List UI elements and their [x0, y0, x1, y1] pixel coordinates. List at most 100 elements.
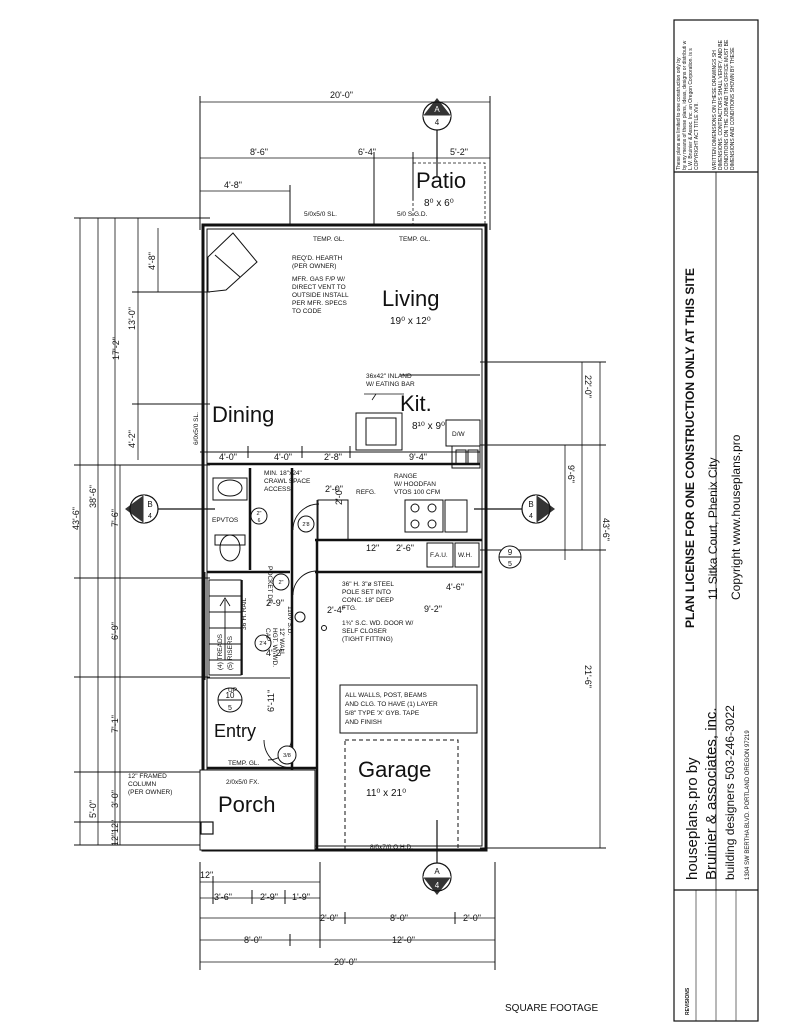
- note-range1: RANGE: [394, 473, 418, 480]
- dim-bot-12-0: 12'-0": [392, 935, 415, 945]
- copyright-line3: L.W. Bruinier & Assoc. Inc. an Oregon Co…: [688, 48, 694, 170]
- note-hearth1: REQ'D. HEARTH: [292, 255, 343, 262]
- note-crawl2: CRAWL SPACE: [264, 478, 311, 485]
- note-pole3: CONC. 18" DEEP: [342, 597, 394, 604]
- site-address: 11 Sitka Court, Phenix City: [706, 457, 720, 600]
- fixtures: [207, 232, 481, 851]
- smoke-detector: [294, 611, 306, 623]
- dim-top-overall: 20'-0": [330, 90, 353, 100]
- note-sl-side: 6/0x5/0 SL.: [193, 412, 200, 445]
- title-block: [673, 19, 759, 1022]
- door-bubble-d: 3/8: [283, 753, 291, 759]
- note-fp2: DIRECT VENT TO: [292, 284, 346, 291]
- rotated-notes: 6/0x5/0 SL. POCKET DR. 36"H. RAIL 110V S…: [193, 412, 293, 670]
- dim-left-43: 43'-6": [71, 507, 81, 530]
- dim-left-6-9: 6'-9": [110, 622, 120, 640]
- dim-mid-9-4: 9'-4": [409, 452, 427, 462]
- note-up: UP: [228, 687, 237, 694]
- section-left-sheet: 4: [148, 513, 152, 520]
- dim-fp-depth: 4'-8": [147, 252, 157, 270]
- dimension-text-rotated: 4'-8" 13'-0" 17'-2" 4'-2" 38'-6" 43'-6" …: [71, 252, 611, 846]
- dim-kit-2: 2'-0": [325, 484, 343, 494]
- note-fp5: TO CODE: [292, 308, 322, 315]
- note-tread1: (4) TREADS: [217, 633, 224, 670]
- section-marker-bottom: [422, 820, 452, 895]
- copyright-url: Copyright www.houseplans.pro: [729, 434, 743, 600]
- walls: [201, 162, 488, 852]
- firm-line3: building designers 503-246-3022: [723, 705, 737, 880]
- revisions-label: REVISIONS: [685, 987, 691, 1015]
- note-wh: W.H.: [458, 552, 472, 559]
- note-sd: 110V S.D.: [286, 606, 293, 635]
- dim-gar-9-2: 9'-2": [424, 604, 442, 614]
- written-line3: CONDITIONS ON THE JOB AND THIS OFFICE MU…: [724, 39, 730, 170]
- note-wall3: CAP: [264, 628, 271, 641]
- dim-kit-2-6: 2'-6": [396, 543, 414, 553]
- written-line1: WRITTEN DIMENSIONS ON THESE DRAWINGS SH: [712, 50, 718, 170]
- note-rail: 36"H. RAIL: [241, 597, 248, 630]
- note-fire4: AND FINISH: [345, 719, 382, 726]
- dim-left-38: 38'-6": [88, 485, 98, 508]
- written-line4: DIMENSIONS AND CONDITIONS SHOWN BY THESE: [730, 47, 736, 170]
- dim-left-7-6: 7'-6": [110, 509, 120, 527]
- note-refg: REFG.: [356, 489, 376, 496]
- note-pole4: FTG.: [342, 605, 357, 612]
- firm-line2: Bruinier & associates, inc.: [703, 707, 720, 880]
- door-bubble-c: 2": [278, 580, 283, 586]
- note-tread2: (5) RISERS: [227, 635, 234, 670]
- room-kitchen-size: 8¹⁰ x 9⁰: [412, 421, 445, 432]
- note-fire2: AND CLG. TO HAVE (1) LAYER: [345, 701, 438, 708]
- note-bar2: W/ EATING BAR: [366, 381, 415, 388]
- room-patio-size: 8⁰ x 6⁰: [424, 198, 454, 209]
- note-col1: 12" FRAMED: [128, 773, 167, 780]
- section-marker-left: [125, 494, 215, 524]
- room-garage: Garage: [358, 757, 431, 782]
- dim-kit-2b: 2'-0": [334, 487, 344, 505]
- note-fire1: ALL WALLS, POST, BEAMS: [345, 692, 428, 699]
- dim-bot-overall: 20'-0": [334, 957, 357, 967]
- detail-bubbles: [217, 507, 522, 765]
- annotation-notes: 5/0x5/0 SL. 5/0 S.G.D. TEMP. GL. TEMP. G…: [128, 211, 598, 1014]
- copyright-line4: COPYRIGHT ACT TITLE XVII.: [694, 102, 700, 170]
- room-living: Living: [382, 286, 439, 311]
- dim-bot-12: 12": [200, 870, 213, 880]
- note-fire3: 5/8" TYPE 'X' GYB. TAPE: [345, 710, 420, 717]
- section-left-letter: B: [147, 500, 152, 509]
- dim-entry-6-11: 6'-11": [266, 690, 276, 712]
- note-wall1: 12' WALL: [278, 628, 285, 656]
- note-hearth2: (PER OWNER): [292, 263, 336, 270]
- room-living-size: 19⁰ x 12⁰: [390, 316, 431, 327]
- door-bubble-a: 2": [256, 511, 261, 517]
- note-bar1: 36x42" INLAND: [366, 373, 412, 380]
- dim-bot-2b: 2'-0": [463, 913, 481, 923]
- plan-license: PLAN LICENSE FOR ONE CONSTRUCTION ONLY A…: [683, 268, 697, 628]
- note-door1: 1¾" S.C. WD. DOOR W/: [342, 620, 413, 627]
- dim-bot-1-9: 1'-9": [292, 892, 310, 902]
- section-bottom-letter: A: [434, 867, 440, 876]
- note-crawl1: MIN. 18"x24": [264, 470, 303, 477]
- written-line2: DIMENSIONS. CONTRACTORS SHALL VERIFY, AN…: [718, 39, 724, 170]
- note-fau: F.A.U.: [430, 552, 448, 559]
- note-wall2: HGT. W/ WD.: [271, 628, 278, 667]
- dim-mid-4b: 4'-0": [274, 452, 292, 462]
- dim-bot-8-left: 8'-0": [244, 935, 262, 945]
- room-garage-size: 11⁰ x 21⁰: [366, 788, 406, 799]
- note-dw: D/W: [452, 431, 466, 438]
- dim-right-43: 43'-6": [601, 518, 611, 541]
- note-fx: 2/0x5/0 FX.: [226, 779, 259, 786]
- porch-area: [199, 769, 316, 851]
- detail-9-sheet: 5: [508, 561, 512, 568]
- dim-bot-2-9: 2'-9": [260, 892, 278, 902]
- dim-left-5: 5'-0": [88, 800, 98, 818]
- dim-bot-2a: 2'-0": [320, 913, 338, 923]
- dim-left-4-2: 4'-2": [127, 430, 137, 448]
- dim-left-7-1: 7'-1": [110, 715, 120, 733]
- dim-left-17: 17'-2": [111, 337, 121, 360]
- note-pole2: POLE SET INTO: [342, 589, 391, 596]
- note-col2: COLUMN: [128, 781, 156, 788]
- dim-top-left: 8'-6": [250, 147, 268, 157]
- note-temp2: TEMP. GL.: [399, 236, 431, 243]
- firm-line1: houseplans.pro by: [684, 757, 701, 880]
- dim-left-12b: 12": [110, 833, 120, 846]
